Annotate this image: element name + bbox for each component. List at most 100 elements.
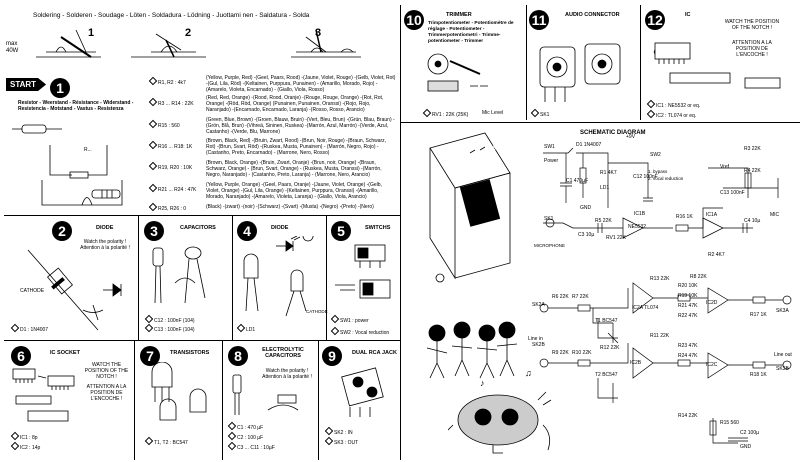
sch-label: Power	[544, 158, 559, 164]
transistor-illustration	[151, 362, 207, 421]
resistor-row-colors: (Yellow, Purple, Orange) -(Geel, Paars, …	[206, 182, 382, 200]
battery-illustration	[429, 132, 511, 283]
sch-label: R6 22K	[552, 294, 569, 300]
sch-label: IC2D	[706, 300, 718, 306]
sch-label: +9V	[626, 134, 636, 140]
section-5-badge: 5	[331, 221, 351, 241]
languages-header: Soldering - Solderen - Soudage - Löten -…	[33, 12, 310, 19]
sch-label: IC1A	[706, 212, 718, 218]
trimmer-subtitle: Trimpotentiometer - Potentiomètre de rég…	[428, 21, 514, 44]
diode-illustration	[27, 249, 122, 331]
diode-title: DIODE	[96, 225, 114, 231]
led-illustration	[243, 236, 314, 317]
sch-label: SK3A	[776, 308, 789, 314]
audio-connector-part: SK1	[530, 108, 549, 118]
ic-socket-notch-note: WATCH THE POSITION OF THE NOTCH !	[84, 362, 129, 380]
sch-label: R22 47K	[678, 313, 698, 319]
sch-label: Vref	[720, 164, 729, 170]
sch-label: C4 10µ	[744, 218, 761, 224]
sch-label: 2. vocal reduction	[648, 176, 684, 181]
resistor-row-colors: (Brown, Black, Orange) -(Bruin, Zwart, O…	[206, 160, 382, 178]
sch-label: R4 22K	[744, 168, 761, 174]
transistors-title: TRANSISTORS	[170, 350, 210, 356]
rca-jack-illustration	[341, 367, 384, 417]
sch-label: R7 22K	[572, 294, 589, 300]
section-6-badge: 6	[11, 346, 31, 366]
section-11-badge: 11	[529, 10, 549, 30]
sch-label: 1. bypass	[648, 169, 668, 174]
rca-jack-title: DUAL RCA JACK	[352, 350, 397, 356]
ic-part: IC1 : NE5532 or eq.	[646, 99, 700, 109]
sch-label: SK2B	[532, 342, 545, 348]
step-3-number: 3	[315, 27, 322, 39]
electrolytic-title: ELECTROLYTIC CAPACITORS	[262, 347, 304, 359]
trimmer-part: RV1 : 22K (25K)	[422, 108, 468, 118]
sch-label: R5 22K	[595, 218, 612, 224]
rca-jack-part: SK2 : IN	[324, 426, 353, 436]
resistor-row-ref: R25, R26 : 0	[148, 202, 186, 212]
capacitor-part: C12 : 100nF (104)	[144, 314, 195, 324]
sch-label: R10 22K	[572, 350, 592, 356]
ic-title: IC	[685, 12, 691, 18]
row-divider	[4, 340, 400, 341]
ic-notch-note: WATCH THE POSITION OF THE NOTCH !	[724, 19, 780, 31]
solder-steps-illustration	[36, 29, 361, 58]
electrolytic-polarity-note: Watch the polarity ! Attention à la pola…	[262, 368, 312, 380]
sch-label: GND	[740, 444, 752, 450]
rca-jack-part: SK3 : OUT	[324, 436, 358, 446]
ic-socket-title: IC SOCKET	[50, 350, 80, 356]
diode-polarity-note: Watch the polarity ! Attention à la pola…	[80, 239, 130, 251]
resistor-row-ref: R3 ... R14 : 22K	[148, 97, 194, 107]
ic-part: IC2 : TL074 or eq.	[646, 109, 696, 119]
sch-label: SK2A	[532, 302, 545, 308]
diode-cathode-label: CATHODE	[20, 288, 45, 294]
sch-label: NE5532	[628, 224, 647, 230]
row-divider	[4, 215, 400, 216]
sch-label: SW2	[650, 152, 661, 158]
electrolytic-part: C2 : 100 µF	[227, 431, 263, 441]
resistor-row-colors: (Yellow, Purple, Red) -(Geel, Paars, Roo…	[206, 75, 396, 93]
resistor-illustration	[12, 124, 123, 206]
section-9-badge: 9	[322, 346, 342, 366]
start-arrow: START	[6, 78, 47, 91]
sch-label: SW1	[544, 144, 555, 150]
diode-d-label: D...	[114, 287, 122, 293]
col-divider	[526, 5, 527, 120]
resistor-row-colors: (Black) -(zwart) -(noir) -(Schwarz) -(Sv…	[206, 204, 374, 210]
sch-label: R14 22K	[678, 413, 698, 419]
ic-socket-part: IC2 : 14p	[10, 441, 40, 451]
sch-label: C3 10µ	[578, 232, 595, 238]
sch-label: SK3B	[776, 366, 789, 372]
row-divider	[400, 122, 800, 123]
led-title: DIODE	[271, 225, 289, 231]
center-divider	[400, 5, 401, 460]
sch-label: T2 BC547	[595, 372, 618, 378]
section-1-badge: 1	[50, 78, 70, 98]
sch-label: MICROPHONE	[534, 243, 566, 248]
sch-label: RV1 22K	[606, 235, 626, 241]
sch-label: R24 47K	[678, 353, 698, 359]
resistor-row-ref: R21 ... R24 : 47K	[148, 183, 196, 193]
sch-label: IC2A TL074	[632, 305, 659, 311]
sch-label: R8 22K	[690, 274, 707, 280]
sch-label: T1 BC547	[595, 318, 618, 324]
sch-label: D1 1N4007	[576, 142, 602, 148]
ic-socket-illustration	[12, 368, 75, 422]
step-1-number: 1	[88, 27, 95, 39]
section-2-badge: 2	[52, 221, 72, 241]
section-3-badge: 3	[144, 221, 164, 241]
electrolytic-part: C3 ... C11 : 10µF	[227, 441, 275, 451]
sch-label: Line out	[774, 352, 792, 358]
music-note-icon: ♪	[480, 378, 485, 388]
resistor-r-label: R...	[84, 147, 92, 153]
section-12-badge: 12	[645, 10, 665, 30]
trimmer-illustration	[427, 53, 488, 92]
sch-label: Line in	[528, 336, 543, 342]
sch-label: IC2B	[630, 360, 642, 366]
sch-label: LD1	[600, 185, 610, 191]
sch-label: R21 47K	[678, 303, 698, 309]
sch-label: IC1B	[634, 211, 646, 217]
col-divider	[134, 340, 135, 460]
col-divider	[138, 215, 139, 340]
ic-socket-notch-note-fr: ATTENTION A LA POSITION DE L'ENCOCHE !	[86, 384, 127, 402]
